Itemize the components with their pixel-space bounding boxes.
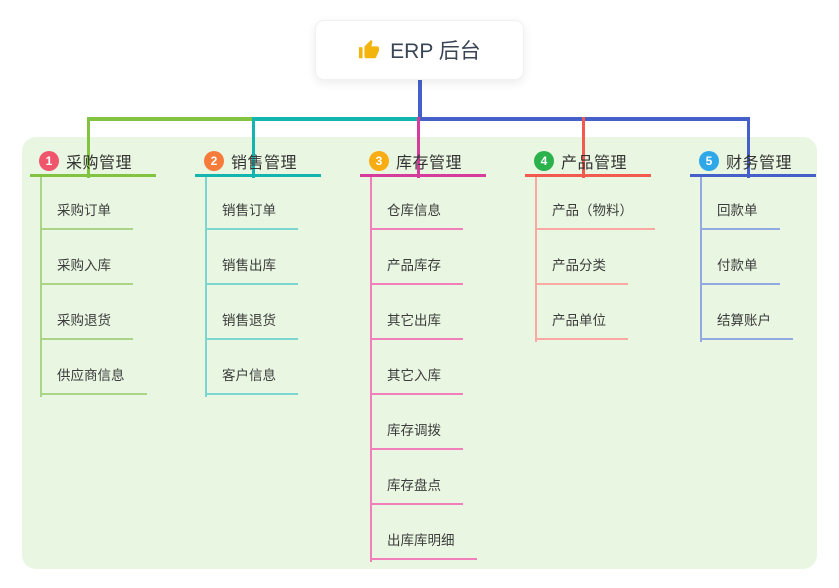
branch-number-badge: 2 [204,150,224,171]
child-node[interactable]: 结算账户 [700,312,793,340]
thumbs-up-icon [358,39,380,61]
branch-2-child-spine [205,177,207,397]
root-node-label: ERP 后台 [390,40,481,63]
branch-node-5[interactable]: 5 财务管理 [690,147,816,177]
branch-1-child-spine [40,177,42,397]
root-connector-line [417,78,422,121]
branch-node-1[interactable]: 1 采购管理 [30,147,156,177]
child-node[interactable]: 产品库存 [370,257,463,285]
child-node[interactable]: 库存盘点 [370,477,463,505]
branch-label: 销售管理 [231,154,298,172]
branch-1-elbow-connector [86,117,90,178]
trunk-segment-middle [253,117,419,121]
branch-node-2[interactable]: 2 销售管理 [195,147,321,177]
branch-label: 财务管理 [726,154,793,172]
child-node[interactable]: 回款单 [700,202,780,230]
child-node[interactable]: 出库库明细 [370,532,477,560]
branch-number-badge: 1 [39,150,59,171]
branch-5-child-spine [700,177,702,342]
child-node[interactable]: 销售退货 [205,312,298,340]
child-node[interactable]: 产品（物料） [535,202,655,230]
branch-5-elbow-connector [746,117,750,178]
child-node[interactable]: 其它入库 [370,367,463,395]
child-node[interactable]: 销售订单 [205,202,298,230]
child-node[interactable]: 供应商信息 [40,367,147,395]
child-node[interactable]: 仓库信息 [370,202,463,230]
child-node[interactable]: 产品分类 [535,257,628,285]
branch-3-child-spine [370,177,372,562]
child-node[interactable]: 采购订单 [40,202,133,230]
branch-3-elbow-connector [416,117,420,178]
child-node[interactable]: 销售出库 [205,257,298,285]
child-node[interactable]: 其它出库 [370,312,463,340]
branch-number-badge: 3 [369,150,389,171]
child-node[interactable]: 采购退货 [40,312,133,340]
child-node[interactable]: 采购入库 [40,257,133,285]
child-node[interactable]: 产品单位 [535,312,628,340]
branch-4-elbow-connector [581,117,585,178]
child-node[interactable]: 客户信息 [205,367,298,395]
branch-number-badge: 4 [534,150,554,171]
root-node[interactable]: ERP 后台 [315,20,524,80]
branch-number-badge: 5 [699,150,719,171]
branches-panel [22,137,817,569]
trunk-segment-left [86,117,254,121]
branch-label: 库存管理 [396,154,463,172]
branch-node-3[interactable]: 3 库存管理 [360,147,486,177]
branch-label: 产品管理 [561,154,628,172]
child-node[interactable]: 付款单 [700,257,780,285]
branch-label: 采购管理 [66,154,133,172]
branch-4-child-spine [535,177,537,342]
branch-2-elbow-connector [251,117,255,178]
branch-node-4[interactable]: 4 产品管理 [525,147,651,177]
child-node[interactable]: 库存调拨 [370,422,463,450]
